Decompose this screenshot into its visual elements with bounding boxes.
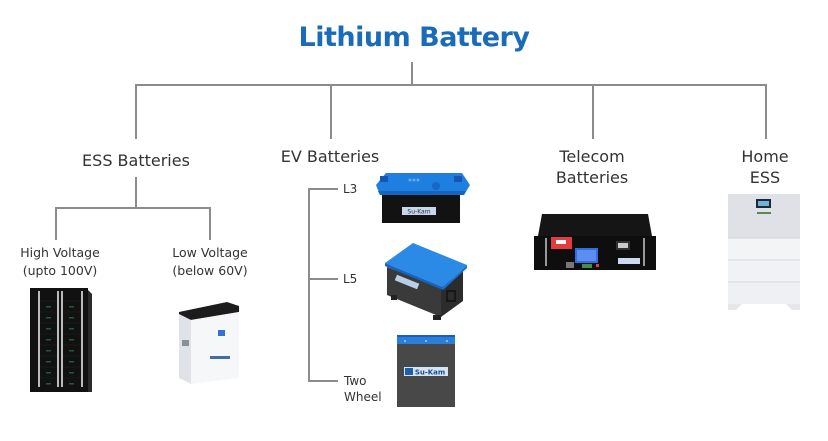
category-telecom-label: Telecom Batteries: [530, 146, 654, 188]
connector-root-stem: [411, 62, 413, 85]
l5-ev-battery-image: [383, 241, 468, 321]
connector-home: [765, 84, 767, 139]
high-voltage-rack-battery-image: [30, 288, 92, 392]
connector-ev-l3: [308, 188, 338, 190]
category-ess-label: ESS Batteries: [82, 151, 190, 170]
ess-high-voltage-label: High Voltage (upto 100V): [10, 244, 110, 280]
connector-ev-two-wheel: [308, 380, 338, 382]
telecom-rack-battery-image: [534, 212, 656, 274]
ess-low-voltage-line2: (below 60V): [172, 263, 248, 278]
connector-telecom: [592, 84, 594, 139]
ev-two-wheel-label: Two Wheel: [344, 373, 382, 405]
connector-ess: [135, 84, 137, 139]
category-telecom-label-line2: Batteries: [555, 168, 629, 187]
connector-ess-low: [209, 207, 211, 240]
category-home-label-line1: Home: [741, 147, 789, 166]
two-wheeler-brand-text: Su-Kam: [415, 369, 445, 377]
connector-ess-bar: [55, 207, 211, 209]
home-ess-stack-battery-image: [728, 194, 800, 310]
category-ev-label: EV Batteries: [280, 147, 380, 166]
connector-ess-stem: [135, 177, 137, 208]
connector-ev-vertical: [308, 188, 310, 381]
l3-ev-battery-image: Su-Kam: [376, 171, 470, 229]
connector-ev: [330, 84, 332, 139]
low-voltage-wall-battery-image: [177, 300, 241, 384]
ev-l3-label: L3: [343, 182, 358, 196]
two-wheeler-battery-image: Su-Kam: [397, 335, 455, 407]
connector-ev-l5: [308, 278, 338, 280]
category-telecom-label-line1: Telecom: [559, 147, 625, 166]
connector-ess-high: [55, 207, 57, 240]
ess-low-voltage-line1: Low Voltage: [172, 245, 248, 260]
ev-two-wheel-line1: Two: [344, 374, 367, 388]
diagram-title: Lithium Battery: [298, 22, 530, 53]
ev-two-wheel-line2: Wheel: [344, 390, 382, 404]
ess-low-voltage-label: Low Voltage (below 60V): [160, 244, 260, 280]
category-home-label-line2: ESS: [749, 168, 781, 187]
ess-high-voltage-line2: (upto 100V): [22, 263, 98, 278]
l3-brand-text: Su-Kam: [407, 209, 430, 216]
ev-l5-label: L5: [343, 272, 358, 286]
category-home-label: Home ESS: [720, 146, 810, 188]
connector-root-bar: [135, 84, 767, 86]
ess-high-voltage-line1: High Voltage: [20, 245, 100, 260]
